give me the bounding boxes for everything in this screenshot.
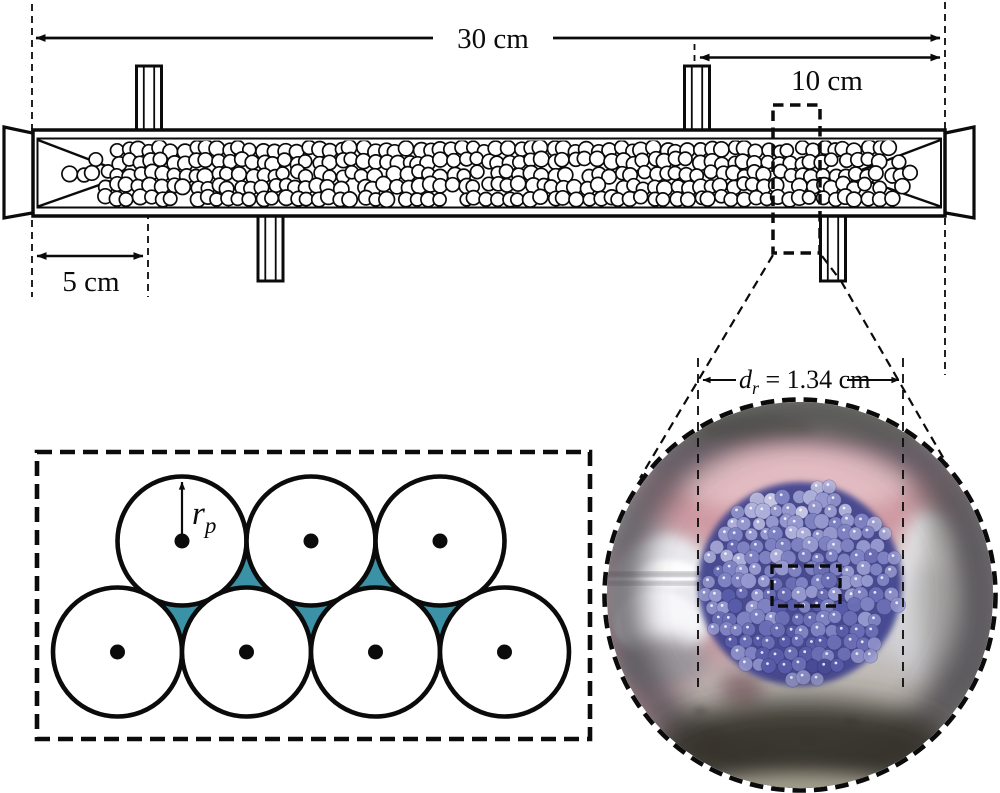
reactor-schematic: 30 cm 10 cm 5 cm: [2, 2, 976, 479]
photo-content: [607, 402, 993, 788]
port-top-right: [683, 64, 711, 136]
silica-bead-cluster: [697, 479, 907, 688]
particle-centers: [110, 533, 512, 660]
port-top-left: [135, 64, 163, 136]
reactor-cross-section-photo: dr = 1.34 cm: [602, 358, 998, 793]
inlet-horn: [2, 125, 37, 220]
port-span-label: 10 cm: [791, 65, 863, 97]
dimension-overall-length: 30 cm: [35, 23, 941, 55]
overall-length-label: 30 cm: [457, 23, 529, 55]
reactor-tube-inner-wall: [36, 137, 942, 209]
particle-packing-inset: rp: [34, 449, 593, 742]
callout-rect: [771, 103, 822, 255]
inset-border: [34, 449, 593, 742]
sample-window-rect: [770, 564, 842, 608]
dimension-inner-diameter: dr = 1.34 cm: [702, 365, 900, 398]
inlet-span-label: 5 cm: [62, 266, 120, 298]
callout-leader-lines: [639, 254, 949, 479]
inner-diameter-label: dr = 1.34 cm: [739, 365, 870, 398]
particle-radius-label: rp: [192, 496, 216, 538]
photo-border: [602, 397, 998, 793]
outlet-horn: [941, 125, 976, 220]
packing-particles: [50, 474, 572, 719]
port-bottom-left: [256, 210, 285, 283]
dimension-port-span: 10 cm: [699, 53, 941, 97]
dimension-inlet-span: 5 cm: [36, 252, 144, 298]
packed-bed-particles: [61, 140, 919, 207]
